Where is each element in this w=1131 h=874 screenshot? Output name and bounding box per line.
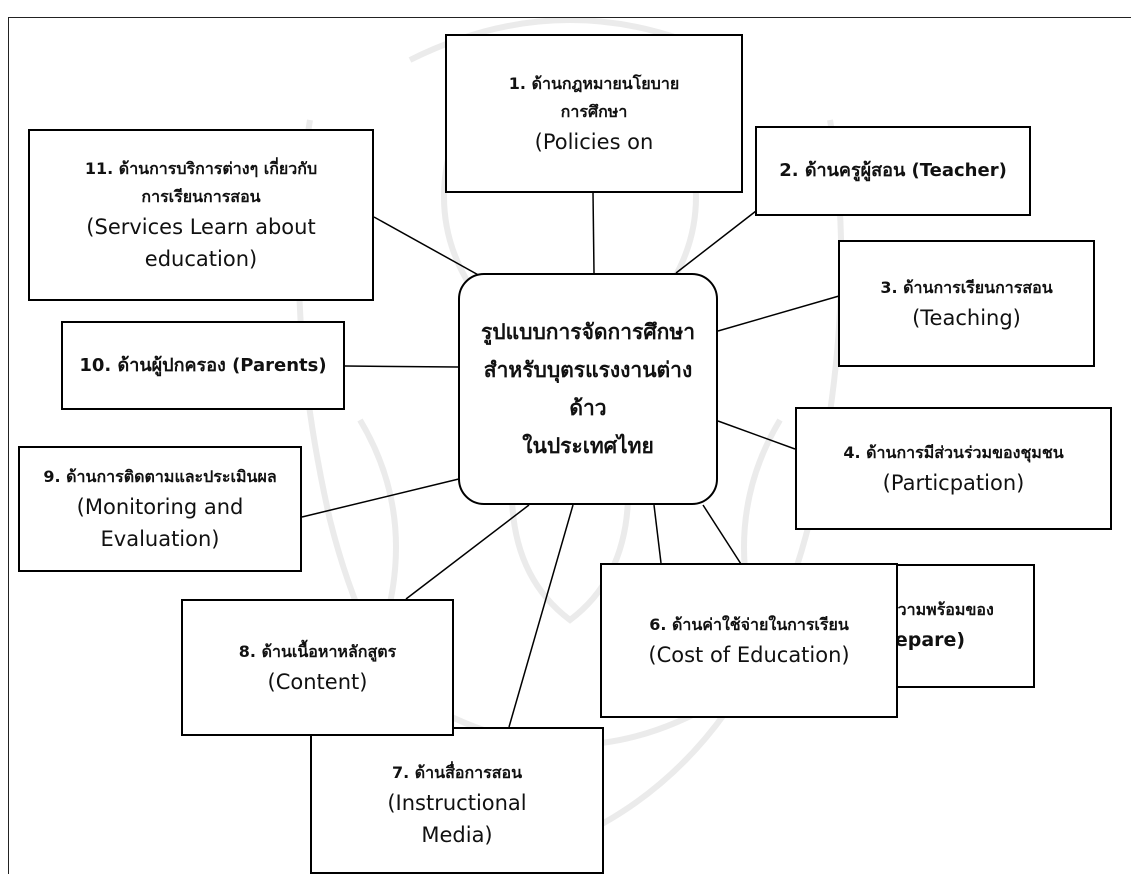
node-thai-label: 6. ด้านค่าใช้จ่ายในการเรียน bbox=[649, 614, 849, 634]
node-participation: 4. ด้านการมีส่วนร่วมของชุมชน (Particpati… bbox=[795, 407, 1112, 530]
connector-2 bbox=[675, 210, 757, 274]
center-line-1: รูปแบบการจัดการศึกษา bbox=[481, 320, 695, 344]
node-english-label: (Teaching) bbox=[912, 305, 1021, 330]
connector-5 bbox=[702, 504, 742, 565]
frame-left-border bbox=[8, 17, 9, 874]
node-english-label: (Monitoring and bbox=[76, 495, 244, 519]
node-thai-label: 7. ด้านสื่อการสอน bbox=[391, 763, 523, 782]
node-thai-label: การเรียนการสอน bbox=[141, 187, 261, 206]
node-thai-label: 11. ด้านการบริการต่างๆ เกี่ยวกับ bbox=[84, 159, 318, 178]
node-thai-label: 10. ด้านผู้ปกครอง (Parents) bbox=[79, 354, 327, 376]
node-english-label: Media) bbox=[421, 823, 493, 847]
node-teaching: 3. ด้านการเรียนการสอน (Teaching) bbox=[838, 240, 1095, 367]
node-thai-label: 9. ด้านการติดตามและประเมินผล bbox=[43, 467, 277, 486]
node-english-label: education) bbox=[144, 247, 258, 271]
connector-7 bbox=[508, 504, 574, 728]
node-english-label: (Services Learn about bbox=[86, 215, 316, 239]
connector-6 bbox=[653, 504, 662, 564]
center-line-3: ด้าว bbox=[569, 396, 607, 420]
connector-3 bbox=[717, 295, 840, 332]
node-thai-label: 4. ด้านการมีส่วนร่วมของชุมชน bbox=[843, 442, 1064, 462]
node-english-label: (Policies on bbox=[534, 129, 654, 154]
node-content: 8. ด้านเนื้อหาหลักสูตร (Content) bbox=[181, 599, 454, 736]
connector-11 bbox=[373, 216, 492, 283]
connector-10 bbox=[344, 365, 459, 368]
node-english-label: (Particpation) bbox=[882, 470, 1025, 495]
connector-9 bbox=[301, 476, 468, 518]
connector-1 bbox=[592, 191, 595, 274]
node-english-label: Evaluation) bbox=[100, 527, 220, 551]
node-english-label: (Instructional bbox=[387, 791, 527, 815]
node-policies: 1. ด้านกฎหมายนโยบาย การศึกษา (Policies o… bbox=[445, 34, 743, 193]
node-monitoring-evaluation: 9. ด้านการติดตามและประเมินผล (Monitoring… bbox=[18, 446, 302, 572]
node-teacher: 2. ด้านครูผู้สอน (Teacher) bbox=[755, 126, 1031, 216]
frame-top-border bbox=[8, 17, 1131, 18]
node-thai-label: 2. ด้านครูผู้สอน (Teacher) bbox=[779, 160, 1007, 181]
center-line-4: ในประเทศไทย bbox=[522, 434, 654, 458]
center-line-2: สำหรับบุตรแรงงานต่าง bbox=[483, 358, 693, 382]
node-thai-label: 8. ด้านเนื้อหาหลักสูตร bbox=[238, 641, 397, 661]
node-english-label: (Content) bbox=[267, 669, 368, 694]
connector-8 bbox=[405, 504, 530, 600]
center-node: รูปแบบการจัดการศึกษา สำหรับบุตรแรงงานต่า… bbox=[458, 273, 718, 505]
node-parents: 10. ด้านผู้ปกครอง (Parents) bbox=[61, 321, 345, 410]
node-english-label: (Cost of Education) bbox=[648, 642, 850, 667]
node-cost-of-education: 6. ด้านค่าใช้จ่ายในการเรียน (Cost of Edu… bbox=[600, 563, 898, 718]
node-thai-label: 1. ด้านกฎหมายนโยบาย bbox=[508, 73, 680, 93]
node-thai-label: 3. ด้านการเรียนการสอน bbox=[880, 277, 1053, 297]
node-thai-label: การศึกษา bbox=[560, 101, 628, 121]
node-instructional-media: 7. ด้านสื่อการสอน (Instructional Media) bbox=[310, 727, 604, 874]
node-services: 11. ด้านการบริการต่างๆ เกี่ยวกับ การเรีย… bbox=[28, 129, 374, 301]
connector-4 bbox=[717, 420, 796, 450]
